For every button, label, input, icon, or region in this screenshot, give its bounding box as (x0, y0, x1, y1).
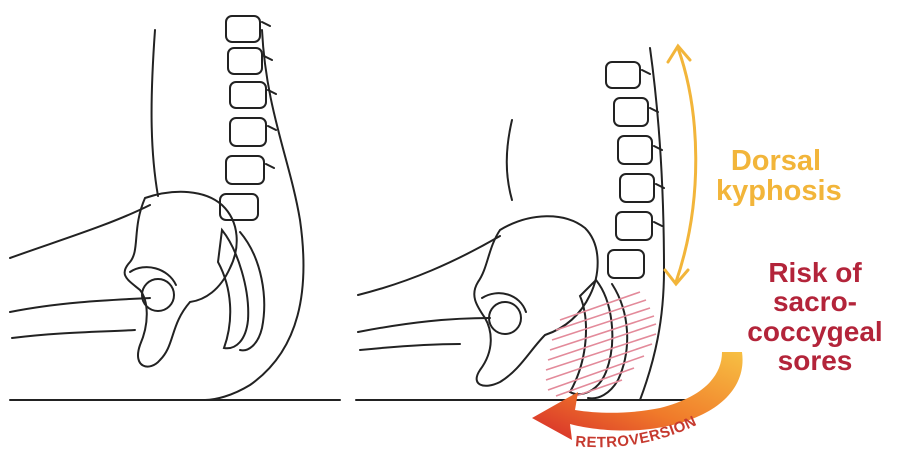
dorsal-label-line2: kyphosis (716, 176, 836, 206)
hip-joint-left (142, 279, 174, 311)
pelvis-right (474, 216, 597, 386)
kyphosis-arrow (665, 46, 696, 284)
sore-risk-label: Risk of sacro-coccygeal sores (720, 258, 910, 376)
upright-figure (10, 16, 340, 400)
thigh-upper-right (358, 236, 500, 295)
thigh-lower-left (10, 298, 150, 312)
dorsal-kyphosis-label: Dorsal kyphosis (716, 146, 836, 207)
dorsal-label-line1: Dorsal (716, 146, 836, 176)
vertebrae-left (220, 16, 276, 220)
front-outline-left (152, 30, 158, 196)
hip-joint-right (489, 302, 521, 334)
risk-label-line2: sacro-coccygeal (720, 287, 910, 346)
risk-label-line1: Risk of (720, 258, 910, 287)
retroversion-arrow (532, 352, 743, 440)
front-outline-right (507, 120, 512, 200)
risk-label-line3: sores (720, 346, 910, 375)
slumped-figure (356, 48, 690, 400)
thigh-lower-right (358, 318, 490, 332)
thigh-upper-left (10, 205, 150, 258)
pelvis-left (125, 192, 237, 367)
sacrum-left (218, 230, 248, 348)
